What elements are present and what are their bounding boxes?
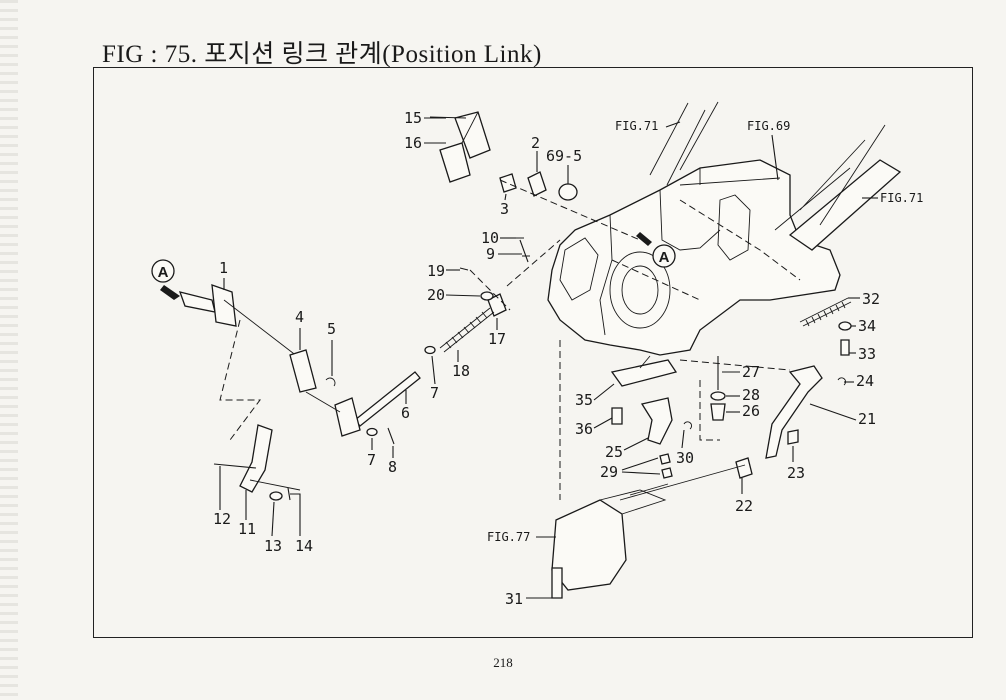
lever-1 (178, 284, 303, 361)
binding-edge (0, 0, 18, 700)
rod-6-end (334, 397, 361, 437)
label-31: 31 (505, 590, 523, 608)
washer-28 (710, 391, 726, 401)
fig-ref-69: FIG.69 (747, 119, 790, 133)
washer-7 (366, 427, 378, 437)
bolt-3 (499, 173, 517, 193)
bush-23 (787, 429, 799, 445)
label-28: 28 (742, 386, 760, 404)
label-11: 11 (238, 520, 256, 538)
label-35: 35 (575, 391, 593, 409)
label-17: 17 (488, 330, 506, 348)
pin-9 (519, 239, 529, 263)
label-5: 5 (327, 320, 336, 338)
washer-7-upper (424, 345, 436, 355)
label-69-5: 69-5 (546, 147, 582, 165)
washer-20 (480, 291, 494, 301)
label-20: 20 (427, 286, 445, 304)
bolt-12 (213, 463, 257, 469)
washer-13 (269, 491, 283, 501)
pin-19 (459, 267, 469, 271)
label-29: 29 (600, 463, 618, 481)
pin-8 (387, 427, 395, 445)
marker-a-right: A (636, 232, 676, 268)
page-number: 218 (493, 655, 513, 670)
label-19: 19 (427, 262, 445, 280)
clip-24 (837, 377, 846, 386)
label-16: 16 (404, 134, 422, 152)
label-13: 13 (264, 537, 282, 555)
fig-ref-77: FIG.77 (487, 530, 530, 544)
label-6: 6 (401, 404, 410, 422)
clip-5 (325, 377, 336, 387)
marker-a-left: A (151, 259, 180, 300)
bolt-36 (611, 407, 623, 425)
label-34: 34 (858, 317, 876, 335)
label-7-mid: 7 (430, 384, 439, 402)
fig-ref-71-top: FIG.71 (615, 119, 658, 133)
bushing-69-5 (558, 183, 578, 201)
marker-a-right-letter: A (659, 249, 670, 266)
bolt-31 (551, 567, 563, 599)
label-14: 14 (295, 537, 313, 555)
arm-4 (289, 349, 317, 393)
label-36: 36 (575, 420, 593, 438)
spring-32 (799, 297, 852, 327)
label-15: 15 (404, 109, 422, 127)
label-26: 26 (742, 402, 760, 420)
diagram-frame (93, 67, 973, 638)
label-27: 27 (742, 363, 760, 381)
label-12: 12 (213, 510, 231, 528)
lower-housing (551, 483, 669, 591)
label-32: 32 (862, 290, 880, 308)
label-2: 2 (531, 134, 540, 152)
label-1: 1 (219, 259, 228, 277)
lever-11 (239, 424, 301, 493)
label-18: 18 (452, 362, 470, 380)
label-23: 23 (787, 464, 805, 482)
marker-a-left-letter: A (158, 264, 169, 281)
bolt-33 (840, 339, 850, 356)
label-4: 4 (295, 308, 304, 326)
label-8: 8 (388, 458, 397, 476)
upper-shafts (649, 101, 902, 251)
label-24: 24 (856, 372, 874, 390)
nut-29b (661, 467, 673, 479)
arm-16 (429, 111, 491, 183)
label-7-low: 7 (367, 451, 376, 469)
spring-26 (710, 403, 726, 421)
rod-6 (354, 371, 421, 427)
plate-2 (527, 171, 547, 197)
label-22: 22 (735, 497, 753, 515)
washer-34 (838, 321, 852, 331)
label-25: 25 (605, 443, 623, 461)
label-33: 33 (858, 345, 876, 363)
transmission-housing (547, 159, 841, 500)
fig-ref-71-right: FIG.71 (880, 191, 923, 205)
page-title: FIG : 75. 포지션 링크 관계(Position Link) (102, 41, 542, 68)
part-labels: 15 16 2 69-5 3 10 9 19 20 17 18 1 4 5 6 … (213, 109, 880, 608)
label-30: 30 (676, 449, 694, 467)
label-10: 10 (481, 229, 499, 247)
spring-18 (439, 307, 495, 353)
arm-21 (765, 365, 823, 459)
pin-14 (287, 487, 291, 501)
nut-29a (659, 453, 671, 465)
figure-refs: FIG.71 FIG.69 FIG.71 FIG.77 (487, 119, 923, 544)
fork-25 (640, 397, 673, 445)
label-9: 9 (486, 245, 495, 263)
label-21: 21 (858, 410, 876, 428)
bracket-35 (610, 355, 678, 387)
label-3: 3 (500, 200, 509, 218)
pin-22 (735, 457, 753, 479)
clip-30 (683, 421, 692, 430)
